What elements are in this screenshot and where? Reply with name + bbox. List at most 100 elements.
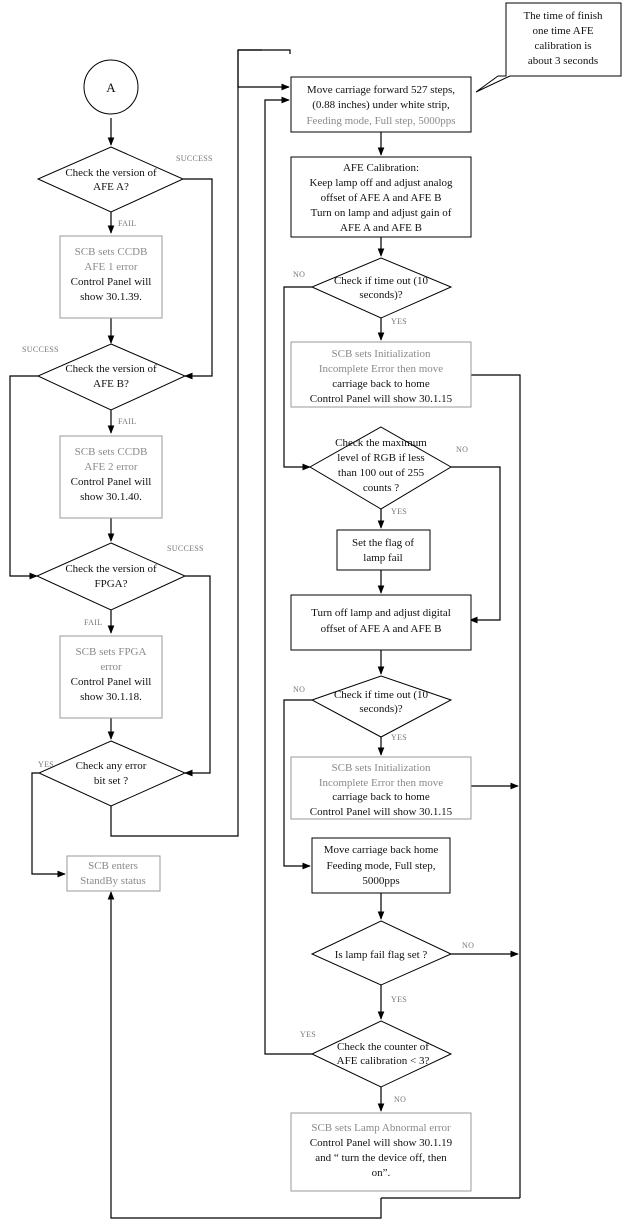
process-text: 5000pps [362, 875, 399, 887]
process-text: SCB sets FPGA [76, 646, 147, 658]
process-text: Control Panel will show 30.1.19 [310, 1137, 453, 1149]
label-no: NO [293, 270, 305, 279]
decision-lamp-fail-check: Is lamp fail flag set ? [310, 920, 453, 986]
decision-text: Check the maximum [335, 437, 427, 449]
process-text: SCB sets CCDB [75, 246, 148, 258]
process-digital-offset: Turn off lamp and adjust digital offset o… [290, 594, 472, 651]
process-text: Keep lamp off and adjust analog [309, 177, 453, 189]
label-no: NO [462, 941, 474, 950]
process-text: Turn on lamp and adjust gain of [311, 207, 452, 219]
decision-text: FPGA? [94, 578, 127, 590]
start-connector: A [83, 59, 139, 115]
label-yes: YES [300, 1030, 316, 1039]
process-text: offset of AFE A and AFE B [321, 623, 442, 635]
decision-text: AFE B? [93, 378, 129, 390]
decision-text: Is lamp fail flag set ? [335, 949, 428, 961]
decision-text: counts ? [363, 482, 399, 494]
label-yes: YES [391, 507, 407, 516]
process-text: and “ turn the device off, then [315, 1152, 447, 1164]
label-no: NO [293, 685, 305, 694]
label-yes: YES [391, 317, 407, 326]
connector-lines [9, 49, 521, 1219]
svg-text:Move carriage forward 527 step: Move carriage forward 527 steps, (0.88 in… [306, 84, 455, 127]
process-text: carriage back to home [332, 791, 430, 803]
label-fail: FAIL [118, 219, 136, 228]
svg-text:AFE Calibration:Keep lamp off: AFE Calibration:Keep lamp off and adjust… [309, 162, 453, 234]
decision-text: Check if time out (10 [334, 689, 429, 701]
process-text: SCB enters [88, 860, 138, 872]
label-success: SUCCESS [176, 154, 213, 163]
process-text: Move carriage forward 527 steps, [307, 84, 455, 96]
process-text: lamp fail [363, 552, 402, 564]
process-text: (0.88 inches) under white strip, [312, 99, 450, 111]
svg-text:Turn off lamp and adjust digit: Turn off lamp and adjust digital offset o… [311, 607, 451, 635]
process-text: AFE 2 error [84, 461, 137, 473]
label-fail: FAIL [84, 618, 102, 627]
process-text: error [100, 661, 122, 673]
process-text: on”. [372, 1167, 391, 1179]
process-move-forward: Move carriage forward 527 steps, (0.88 in… [290, 76, 472, 133]
process-lamp-fail-flag: Set the flag of lamp fail [336, 529, 431, 571]
decision-text: Check the version of [65, 363, 157, 375]
process-text: carriage back to home [332, 378, 430, 390]
process-text: Control Panel will [71, 276, 152, 288]
process-text: show 30.1.39. [80, 291, 142, 303]
callout-text: one time AFE [532, 25, 593, 37]
process-text: SCB sets CCDB [75, 446, 148, 458]
start-label: A [106, 80, 116, 95]
process-text: StandBy status [80, 875, 146, 887]
label-no: NO [456, 445, 468, 454]
process-text: SCB sets Initialization [332, 762, 431, 774]
process-text: Turn off lamp and adjust digital [311, 607, 451, 619]
process-text: SCB sets Lamp Abnormal error [311, 1122, 451, 1134]
decision-text: than 100 out of 255 [338, 467, 425, 479]
process-text: Feeding mode, Full step, 5000pps [306, 115, 455, 127]
label-success: SUCCESS [167, 544, 204, 553]
process-text: show 30.1.40. [80, 491, 142, 503]
process-text: offset of AFE A and AFE B [321, 192, 442, 204]
process-text: AFE A and AFE B [340, 222, 422, 234]
callout-text: calibration is [534, 40, 591, 52]
callout-text: about 3 seconds [528, 55, 598, 67]
svg-text:Is lamp fail flag set ?: Is lamp fail flag set ? [335, 949, 428, 961]
process-text: Control Panel will show 30.1.15 [310, 806, 453, 818]
label-fail: FAIL [118, 417, 136, 426]
process-text: SCB sets Initialization [332, 348, 431, 360]
label-yes: YES [391, 995, 407, 1004]
decision-text: AFE calibration < 3? [337, 1055, 430, 1067]
process-text: Set the flag of [352, 537, 414, 549]
label-no: NO [394, 1095, 406, 1104]
decision-text: level of RGB if less [337, 452, 424, 464]
decision-text: Check the version of [65, 167, 157, 179]
decision-timeout-2: Check if time out (10 seconds)? [310, 675, 453, 738]
label-yes: YES [38, 760, 54, 769]
process-text: Feeding mode, Full step, [326, 860, 435, 872]
decision-text: seconds)? [359, 703, 402, 715]
